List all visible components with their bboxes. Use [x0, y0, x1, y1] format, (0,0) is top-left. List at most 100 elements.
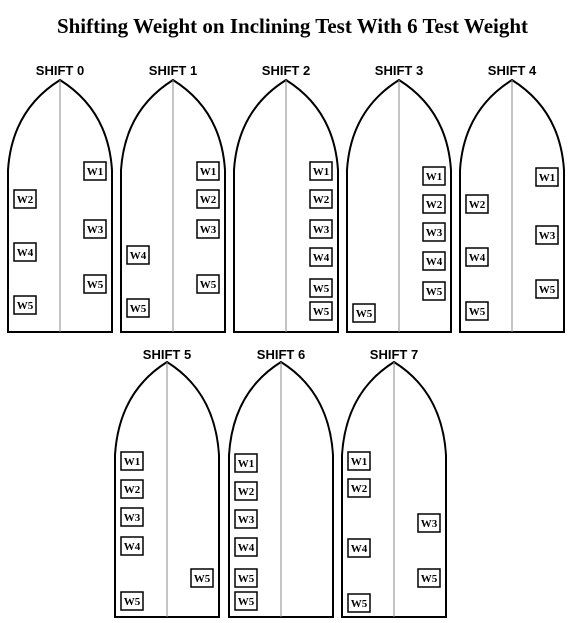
weight-box	[13, 295, 37, 315]
test-weight: W5	[196, 274, 220, 294]
test-weight: W5	[465, 301, 489, 321]
weight-label: W3	[124, 512, 141, 524]
weight-box	[465, 247, 489, 267]
weight-label: W5	[238, 573, 255, 585]
weight-box	[120, 451, 144, 471]
weight-label: W1	[426, 171, 443, 183]
weight-label: W5	[351, 598, 368, 610]
test-weight: W3	[417, 513, 441, 533]
weight-label: W1	[313, 166, 330, 178]
test-weight: W5	[417, 568, 441, 588]
test-weight: W5	[13, 295, 37, 315]
weight-box	[347, 593, 371, 613]
weight-box	[309, 278, 333, 298]
weight-label: W4	[426, 256, 443, 268]
test-weight: W4	[309, 247, 333, 267]
weight-label: W5	[200, 279, 217, 291]
weight-label: W3	[87, 224, 104, 236]
weight-label: W5	[17, 300, 34, 312]
weight-box	[196, 219, 220, 239]
weight-label: W1	[200, 166, 217, 178]
weight-label: W2	[469, 199, 486, 211]
test-weight: W1	[535, 167, 559, 187]
test-weight: W2	[347, 478, 371, 498]
weight-box	[309, 219, 333, 239]
weight-box	[120, 479, 144, 499]
weight-box	[234, 537, 258, 557]
test-weight: W2	[465, 194, 489, 214]
test-weight: W1	[422, 166, 446, 186]
weight-label: W2	[17, 194, 34, 206]
test-weight: W2	[13, 189, 37, 209]
test-weight: W3	[422, 222, 446, 242]
weight-label: W1	[124, 456, 141, 468]
test-weight: W5	[422, 281, 446, 301]
weight-box	[347, 451, 371, 471]
weight-box	[535, 279, 559, 299]
weight-label: W4	[351, 543, 368, 555]
weight-box	[196, 274, 220, 294]
shift-label: SHIFT 2	[262, 63, 310, 78]
shift-label: SHIFT 6	[257, 347, 305, 362]
diagram-title: Shifting Weight on Inclining Test With 6…	[56, 14, 529, 38]
test-weight: W3	[83, 219, 107, 239]
weight-label: W3	[421, 518, 438, 530]
weight-label: W4	[17, 247, 34, 259]
weight-label: W3	[200, 224, 217, 236]
test-weight: W1	[234, 453, 258, 473]
test-weight: W5	[234, 591, 258, 611]
weight-box	[422, 194, 446, 214]
test-weight: W1	[196, 161, 220, 181]
weight-label: W4	[313, 252, 330, 264]
weight-box	[309, 301, 333, 321]
test-weight: W4	[422, 251, 446, 271]
test-weight: W3	[120, 507, 144, 527]
weight-box	[417, 568, 441, 588]
test-weight: W2	[309, 189, 333, 209]
test-weight: W4	[126, 245, 150, 265]
weight-box	[196, 161, 220, 181]
test-weight: W3	[234, 509, 258, 529]
weight-label: W4	[238, 542, 255, 554]
weight-label: W5	[124, 596, 141, 608]
test-weight: W5	[190, 568, 214, 588]
weight-box	[422, 251, 446, 271]
test-weight: W5	[234, 568, 258, 588]
weight-box	[196, 189, 220, 209]
shift-label: SHIFT 4	[488, 63, 537, 78]
weight-label: W2	[313, 194, 330, 206]
weight-box	[309, 189, 333, 209]
weight-box	[422, 281, 446, 301]
weight-label: W5	[426, 286, 443, 298]
weight-label: W2	[426, 199, 443, 211]
test-weight: W3	[309, 219, 333, 239]
weight-box	[120, 591, 144, 611]
shift-label: SHIFT 0	[36, 63, 84, 78]
weight-box	[234, 481, 258, 501]
weight-box	[309, 161, 333, 181]
test-weight: W2	[120, 479, 144, 499]
weight-label: W1	[87, 166, 104, 178]
weight-label: W3	[539, 230, 556, 242]
weight-box	[352, 303, 376, 323]
weight-label: W3	[238, 514, 255, 526]
weight-label: W5	[194, 573, 211, 585]
weight-box	[234, 568, 258, 588]
weight-label: W3	[313, 224, 330, 236]
weight-label: W4	[124, 541, 141, 553]
weight-box	[120, 536, 144, 556]
test-weight: W2	[234, 481, 258, 501]
weight-label: W4	[130, 250, 147, 262]
test-weight: W3	[196, 219, 220, 239]
shift-label: SHIFT 7	[370, 347, 418, 362]
weight-box	[417, 513, 441, 533]
weight-box	[83, 161, 107, 181]
weight-label: W5	[356, 308, 373, 320]
weight-box	[126, 298, 150, 318]
